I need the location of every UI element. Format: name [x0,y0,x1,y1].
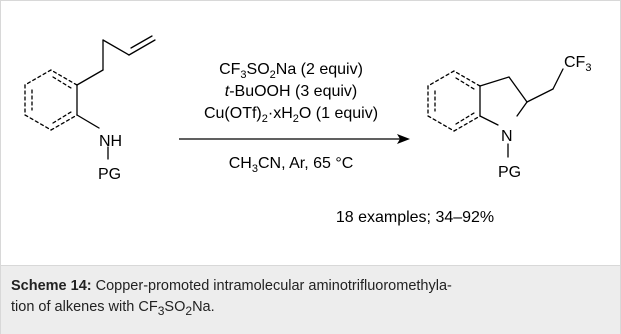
substrate-ring-bond [24,114,52,131]
substrate-nh-label: NH [99,133,122,150]
pyrrolidine-bond [479,76,510,87]
product-cf3-label: CF3 [564,54,591,74]
substrate-ring-bond [50,69,78,86]
reagent-line-1: CF3SO2Na (2 equiv) [219,61,363,81]
cf3-bond [552,68,564,90]
alkene-bond [128,39,156,56]
reagent-line-3: Cu(OTf)2·xH2O (1 equiv) [204,105,378,125]
pyrrolidine-bond [479,115,499,126]
product-pg-label: PG [498,164,521,181]
pyrrolidine-bond [508,76,528,103]
alkene-double-bond [130,35,153,49]
nh-bond [76,114,100,129]
product-ring-double [455,112,475,125]
scheme-drawing-area: NH PG CF3SO2Na (2 equiv) t-BuOOH (3 equi… [1,1,620,265]
product-ring-bond [453,115,481,132]
product-ring-bond [427,70,455,87]
caption-text-line-1: Copper-promoted intramolecular aminotrif… [91,278,452,294]
product-structure [427,68,564,158]
pyrrolidine-bond [516,101,528,117]
yield-summary: 18 examples; 34–92% [336,209,494,226]
substrate-structure [24,35,156,160]
reaction-arrow [179,134,410,144]
substrate-ring-bond [24,69,52,86]
allyl-bond [102,39,130,56]
reaction-scheme: NH PG CF3SO2Na (2 equiv) t-BuOOH (3 equi… [24,35,591,226]
substrate-pg-label: PG [98,166,121,183]
substrate-ring-bond [50,114,78,131]
product-ring-double [455,77,475,90]
caption-text-line-2: tion of alkenes with CF3SO2Na. [11,299,215,318]
caption-panel: Scheme 14: Copper-promoted intramolecula… [1,265,620,334]
product-n-label: N [501,128,513,145]
ch2-bond [526,88,554,103]
allyl-bond [76,69,104,86]
substrate-ring-double [52,76,72,89]
product-ring-bond [427,115,455,132]
reaction-conditions: CH3CN, Ar, 65 °C [229,155,354,175]
caption-label: Scheme 14: [11,278,92,294]
reagent-line-2: t-BuOOH (3 equiv) [225,83,358,100]
scheme-caption: Scheme 14: Copper-promoted intramolecula… [11,276,611,322]
substrate-ring-double [52,111,72,124]
product-ring-bond [453,70,481,87]
